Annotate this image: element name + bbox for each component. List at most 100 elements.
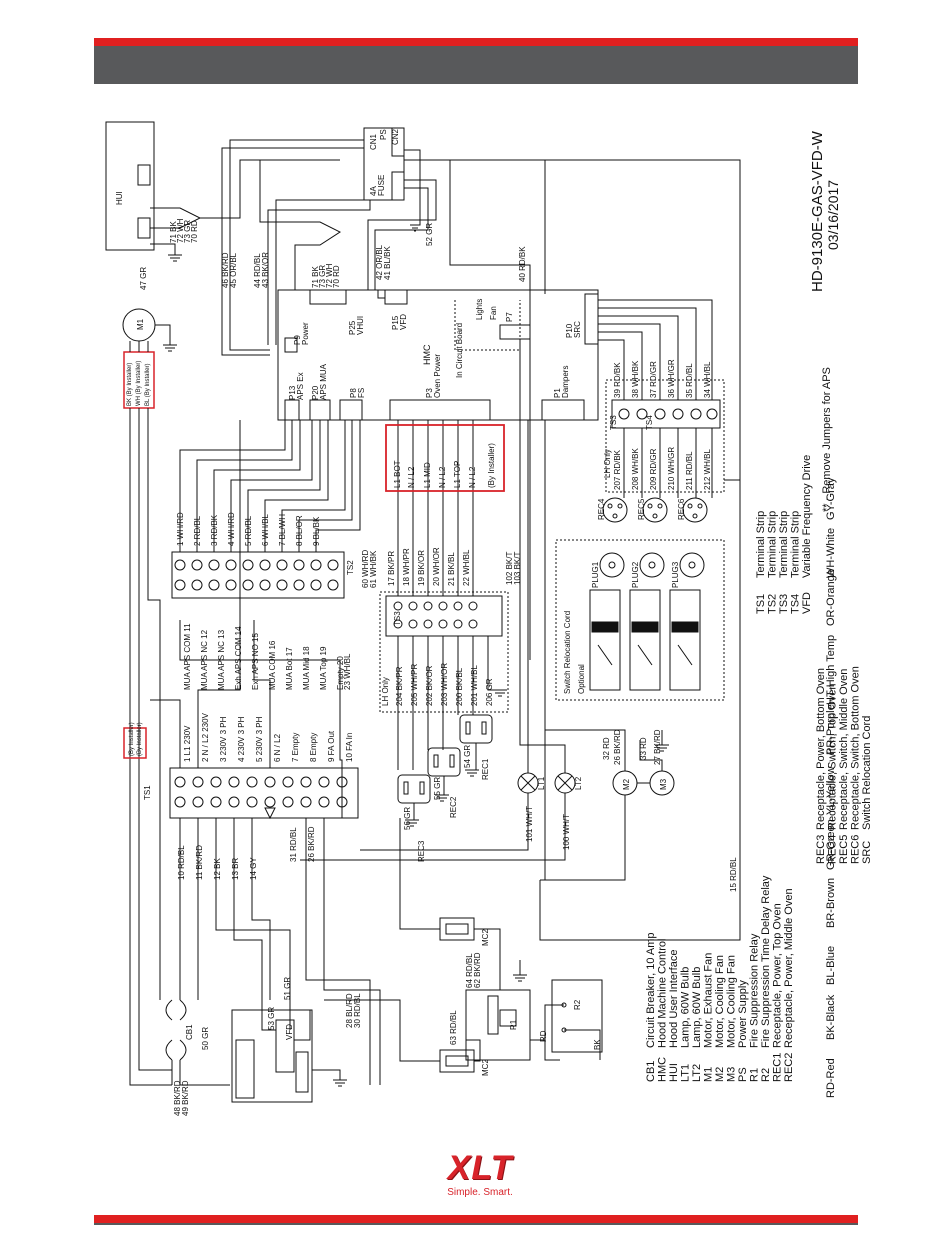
wire-56: 56 GR xyxy=(403,807,412,830)
ts1-term-6: 7 Empty xyxy=(291,733,300,762)
legend-code: LT1 xyxy=(680,1064,692,1082)
src-optional-label: Optional xyxy=(577,664,586,694)
ts2-term-2: MUA APS NC 13 xyxy=(217,629,226,690)
wire-64: 64 RD/BL xyxy=(465,953,474,988)
p13-sub: APS Ex xyxy=(296,372,305,400)
p7-label: P7 xyxy=(505,312,514,322)
ts4-wire-top-4: 35 RD/BL xyxy=(685,363,694,398)
legend-code: REC6 xyxy=(850,835,862,864)
lights-label: Lights xyxy=(475,299,484,320)
legend-desc: Motor, Exhaust Fan xyxy=(703,953,715,1048)
wire-51: 51 GR xyxy=(283,977,292,1000)
legend-code: CB1 xyxy=(645,1061,657,1082)
rec1-label: REC1 xyxy=(481,758,490,780)
ts4-wire-top-0: 39 RD/BK xyxy=(613,362,622,398)
color-code: PR-Purple xyxy=(825,704,837,755)
r2-label: R2 xyxy=(573,999,582,1010)
p1-sub: Dampers xyxy=(561,366,570,398)
oven-label-6: (By Installer) xyxy=(487,443,496,488)
rec5-shape xyxy=(642,497,668,523)
ts4-wire-bot-1: 208 WH/BK xyxy=(631,448,640,490)
legend-code: VFD xyxy=(801,592,813,614)
ts3-wire-bot-0: 204 BK/PR xyxy=(395,666,404,706)
ts4-wire-top-2: 37 RD/GR xyxy=(649,361,658,398)
plug3-shape xyxy=(679,552,705,578)
wire-27: 27 BK/RD xyxy=(653,729,662,765)
wire-31: 31 RD/BL xyxy=(289,827,298,862)
legend-code: M2 xyxy=(714,1067,726,1082)
rec4-label: REC4 xyxy=(597,498,606,520)
header-red-stripe xyxy=(94,38,858,46)
p10-sub: SRC xyxy=(573,321,582,338)
wire-41: 41 BL/BK xyxy=(383,246,392,280)
wire-23: 23 WH/BL xyxy=(343,653,352,690)
ts3-wire-bot-6: 206 GR xyxy=(485,678,494,706)
ts4-wire-bot-0: 207 RD/BK xyxy=(613,449,622,490)
color-code: RD-Red xyxy=(825,1058,837,1098)
wire-12: 12 BK xyxy=(213,858,222,880)
rec2-shape xyxy=(427,747,461,777)
ts2-term-4: Exh APS NO 15 xyxy=(251,633,260,690)
footer-gray-line xyxy=(94,1223,858,1225)
ts1-term-9: 10 FA In xyxy=(345,733,354,762)
ts2-wire-7: 8 BL/OR xyxy=(295,515,304,546)
drawing-number: HD-9130E-GAS-VFD-W xyxy=(809,130,826,292)
legend-desc: Lamp, 60W Bulb xyxy=(680,967,692,1048)
ps-box xyxy=(363,127,405,201)
plug2-label: PLUG2 xyxy=(631,561,640,588)
color-code: WH-White xyxy=(825,528,837,578)
legend-desc: Hood Machine Control xyxy=(657,939,669,1048)
p9-sub: Power xyxy=(301,322,310,345)
bk-label: BK xyxy=(593,1039,602,1050)
ts3-wire-bot-1: 205 WH/PR xyxy=(410,664,419,706)
wire-13: 13 BR xyxy=(231,858,240,880)
color-code: OR-Orange xyxy=(825,569,837,626)
drawing-date: 03/16/2017 xyxy=(825,180,841,250)
ts2-label: TS2 xyxy=(346,560,355,575)
ts2-box xyxy=(171,551,345,599)
wire-73: 73 GR xyxy=(318,265,327,288)
fuse-label: FUSE xyxy=(377,175,386,196)
legend-code: HUI xyxy=(668,1063,680,1082)
ts1-term-3: 4 230V 3 PH xyxy=(237,716,246,762)
ts4-wire-top-1: 38 WH/BK xyxy=(631,360,640,398)
r1-box xyxy=(465,989,531,1061)
legend-desc: Circuit Breaker, 10 Amp xyxy=(645,932,657,1048)
legend-code: R2 xyxy=(760,1068,772,1082)
hmc-label: HMC xyxy=(422,344,432,365)
lt1-label: LT1 xyxy=(537,776,546,790)
hui-wire-71: 71 BK xyxy=(169,221,178,243)
legend-desc: Hood User Interface xyxy=(668,950,680,1048)
p20-sub: APS MUA xyxy=(319,363,328,400)
ts1-box xyxy=(169,767,359,819)
ts1-screws xyxy=(174,776,348,808)
oven-label-4: L1 TOP xyxy=(453,461,462,488)
color-code: BL-Blue xyxy=(825,946,837,985)
wire-46: 46 BK/RD xyxy=(221,252,230,288)
wire-30: 30 RD/BL xyxy=(353,993,362,1028)
lh-only-ts3: LH Only xyxy=(381,677,390,706)
legend-desc: Receptacle, Switch, Bottom Oven xyxy=(850,666,862,830)
ts4-wire-top-5: 34 WH/BL xyxy=(703,361,712,398)
legend-desc: Terminal Strip xyxy=(778,511,790,578)
legend-desc: Terminal Strip xyxy=(790,511,802,578)
plug1-shape xyxy=(599,552,625,578)
hui-wire-72: 72 WH xyxy=(176,218,185,243)
plug2-shape xyxy=(639,552,665,578)
rec3-label: REC3 xyxy=(417,840,426,862)
legend-desc: Switch Relocation Cord xyxy=(861,716,873,830)
ts3-wire-bot-5: 201 WH/BL xyxy=(470,665,479,706)
wire-102: 102 BK/T xyxy=(505,552,514,585)
p8-label: P8 xyxy=(349,388,358,398)
legend-desc: Fire Suppression Time Delay Relay xyxy=(760,875,772,1048)
wire-26b: 26 BK/RD xyxy=(613,729,622,765)
m2-label: M2 xyxy=(622,778,631,790)
wire-32: 32 RD xyxy=(602,737,611,760)
wire-50: 50 GR xyxy=(201,1027,210,1050)
wire-55: 55 GR xyxy=(433,777,442,800)
mc2-bottom-label: MC2 xyxy=(481,1059,490,1076)
legend-code: REC1 xyxy=(772,1053,784,1082)
ts4-wire-bot-4: 211 RD/BL xyxy=(685,451,694,490)
ts2-term-9: Empty 20 xyxy=(336,656,345,690)
